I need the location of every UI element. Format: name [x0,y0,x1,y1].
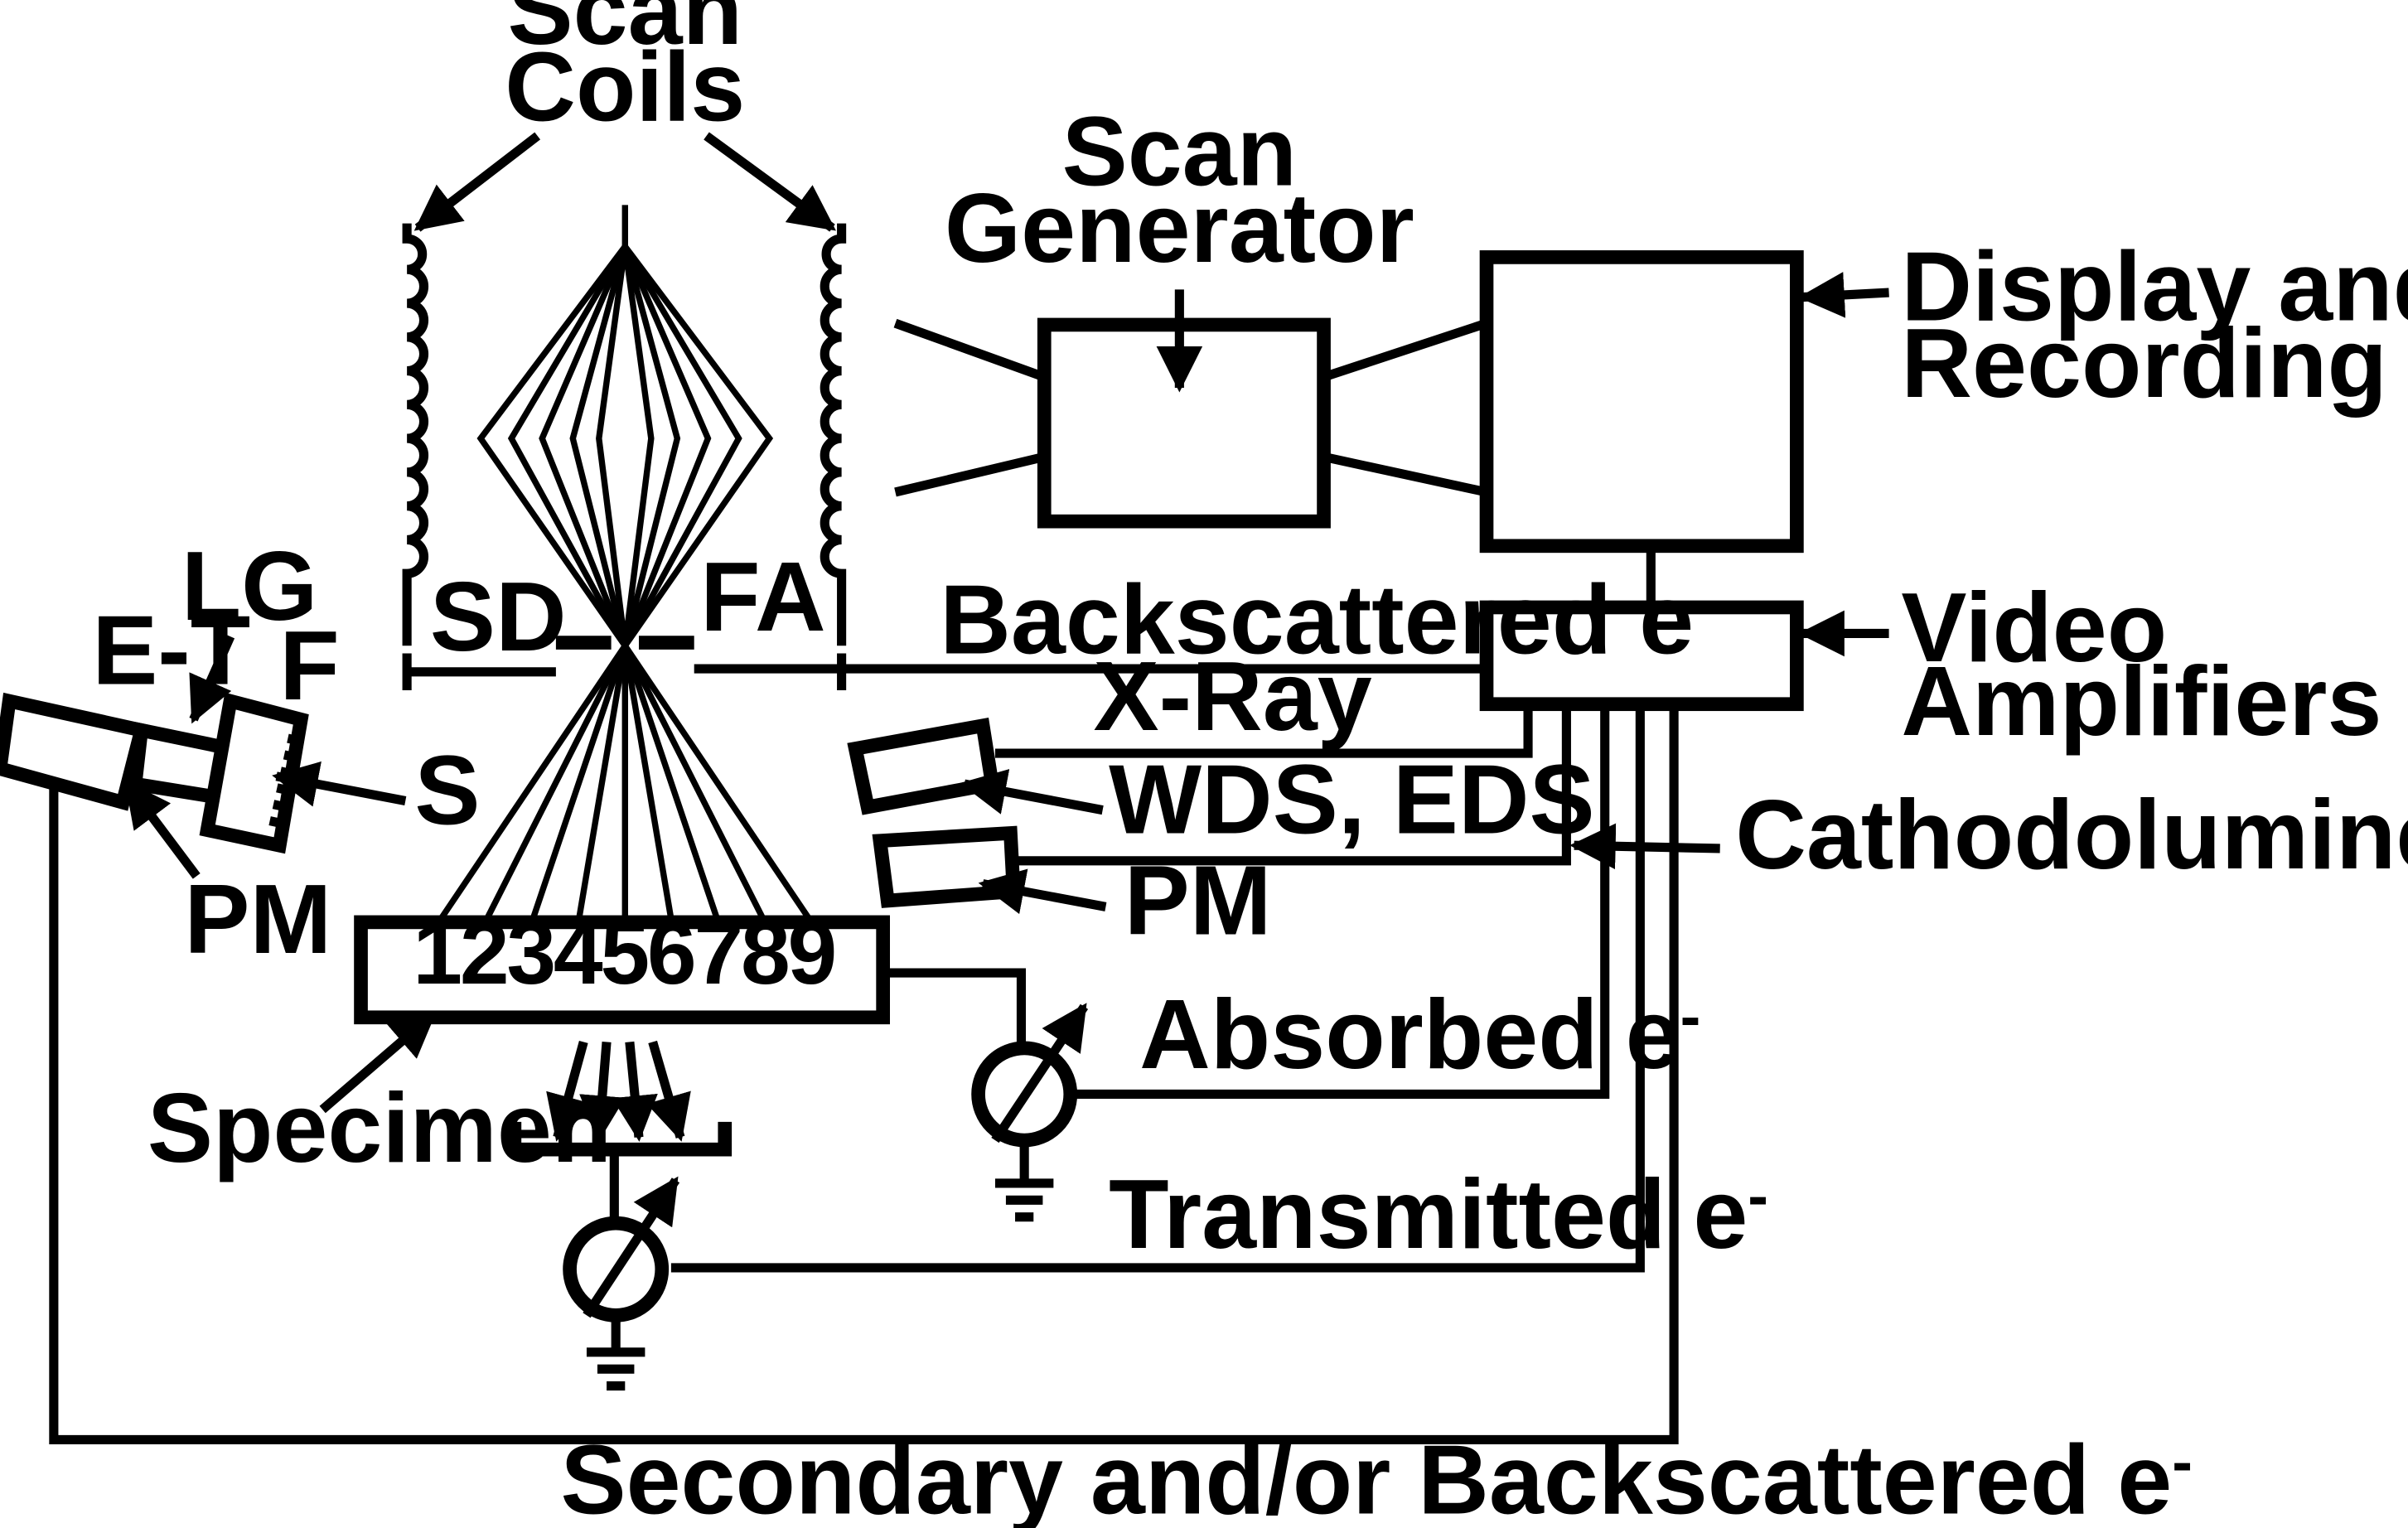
signal-buses [49,704,1679,1445]
video-label-2: Amplifiers [1901,647,2381,757]
et-label: E-T [92,597,250,706]
wds-eds-label: WDS, EDS [1109,745,1595,854]
f-label: F [279,612,339,721]
scan-coil-left [402,223,429,646]
scan-coils-arrow-left [413,132,541,232]
cathodoluminescence-arrow [1569,823,1720,870]
scan-generator-label-2: Generator [945,174,1414,283]
lg-label: LG [181,532,318,641]
specimen-position-2: 2 [460,903,510,1003]
specimen-position-8: 8 [741,903,791,1003]
cathodoluminescence-label: Cathodoluminescence [1735,781,2408,890]
scan-coil-right [820,223,847,646]
specimen-position-6: 6 [647,903,697,1003]
xray-label: X-Ray [1094,642,1372,752]
cl-photomultiplier [872,825,1021,908]
absorbed-label: Absorbed e- [1139,980,1700,1090]
scan-generator-box [1037,317,1331,529]
wds-eds-detector [847,717,1000,815]
specimen-position-1: 1 [413,903,462,1003]
scan-coils-label-2: Coils [505,32,745,142]
pm-right-label: PM [1124,847,1272,956]
specimen-position-3: 3 [506,903,556,1003]
scan-coils-label-1: Scan [508,0,742,65]
scan-generator-label-1: Scan [1062,97,1298,206]
specimen-arrow [319,1010,437,1114]
scan-generator-wires [893,318,1488,497]
backscattered-label: Backscattered e- [940,566,1714,675]
everhart-thornley-detector [0,634,407,879]
fa-label: FA [700,543,826,652]
absorbed-current-meter [882,968,1089,1222]
electron-beam-scan-lower [438,644,812,921]
video-label-1: Video [1901,573,2167,683]
cl-pm-arrow [978,868,1107,915]
specimen-position-9: 9 [788,903,838,1003]
scan-coils-arrow-right [704,132,836,232]
specimen-position-4: 4 [554,903,603,1003]
display-crt-box [1479,250,1804,554]
display-arrow [1798,272,1889,318]
wds-eds-arrow [960,769,1104,815]
display-label-2: Recording CRT's [1901,309,2408,418]
s-label: S [414,736,480,845]
specimen-position-7: 7 [694,903,743,1003]
video-amplifiers-box [1479,600,1804,712]
sd-label: SD [430,563,567,672]
pm-left-label: PM [184,865,331,974]
secondary-label: Secondary and/or Backscattered e- [560,1425,2192,1528]
specimen-label: Specimen [147,1074,612,1183]
transmitted-label: Transmitted e- [1109,1160,1768,1269]
display-label-1: Display and [1901,232,2408,341]
specimen-position-5: 5 [600,903,650,1003]
transmitted-detector [507,1040,733,1391]
